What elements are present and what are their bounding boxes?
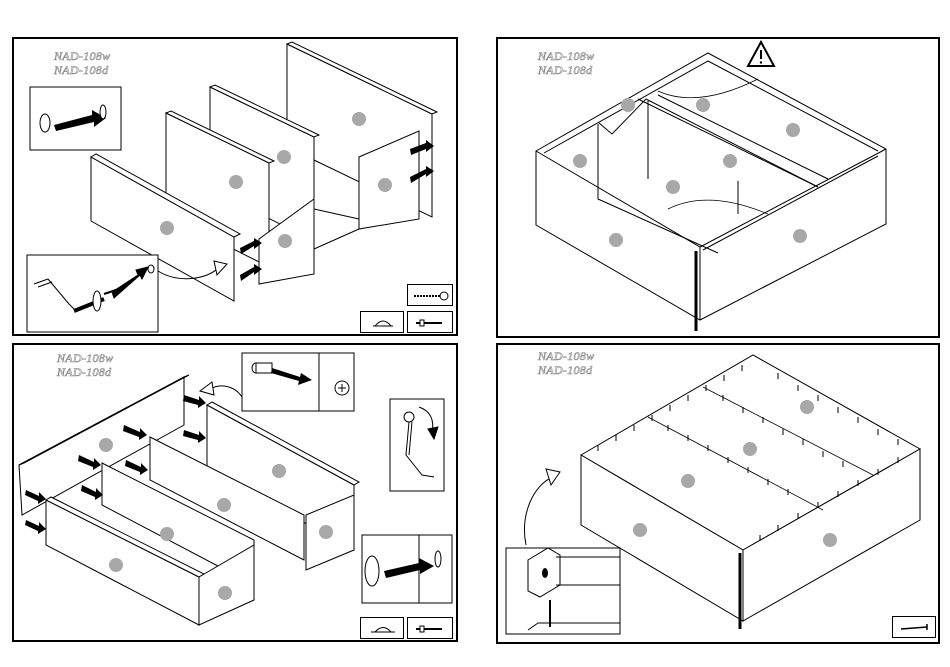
step-3-panel: NAD-108w NAD-108d bbox=[12, 343, 458, 642]
cam-lock-icon bbox=[361, 312, 405, 334]
hw-cam-lock bbox=[360, 617, 404, 639]
screw-icon bbox=[408, 285, 454, 307]
step-2-drawing bbox=[498, 39, 940, 338]
step-1-panel: NAD-108w NAD-108d bbox=[12, 37, 458, 336]
cam-bolt-icon bbox=[408, 618, 454, 640]
step-4-panel: NAD-108w NAD-108d bbox=[496, 343, 940, 644]
warning-icon bbox=[748, 42, 774, 66]
hw-cam-lock bbox=[360, 311, 404, 333]
step-2-panel: NAD-108w NAD-108d bbox=[496, 37, 940, 338]
hw-cam-bolt bbox=[407, 617, 453, 639]
step-1-drawing bbox=[14, 39, 458, 336]
hw-nail bbox=[892, 616, 936, 638]
step-3-drawing bbox=[14, 345, 458, 642]
hw-cam-bolt bbox=[407, 311, 453, 333]
nail-icon bbox=[893, 617, 937, 639]
hw-screw bbox=[407, 284, 453, 306]
cam-bolt-icon bbox=[408, 312, 454, 334]
cam-lock-icon bbox=[361, 618, 405, 640]
step-4-drawing bbox=[498, 345, 940, 644]
